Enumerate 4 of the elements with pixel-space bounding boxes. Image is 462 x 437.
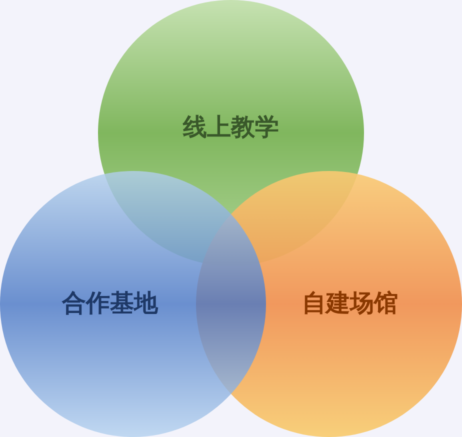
venn-circle	[0, 171, 266, 437]
circle-label: 线上教学	[183, 113, 279, 141]
circle-label: 自建场馆	[302, 289, 398, 317]
circle-label: 合作基地	[62, 289, 158, 317]
